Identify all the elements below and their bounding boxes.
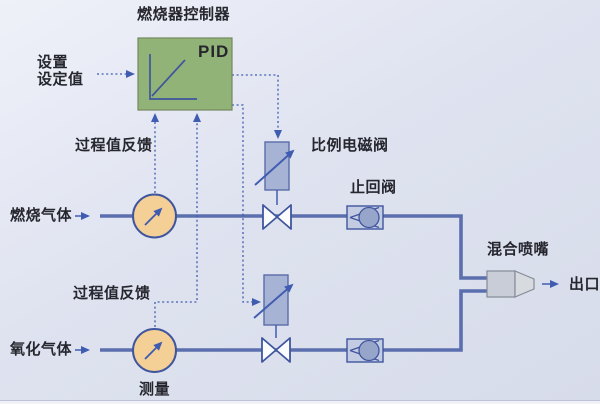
feedback-line-oxid (154, 113, 201, 327)
control-line-oxid-valve (232, 104, 261, 306)
pid-graph-curve-icon (151, 59, 186, 97)
proportional-valve-fuel (254, 141, 295, 205)
control-line-fuel-valve (232, 74, 282, 139)
pid-label: PID (198, 42, 230, 61)
setpoint-label: 设置 设定值 (37, 54, 84, 88)
prop-valve-oxid-arrow-icon (253, 283, 294, 319)
pid-box (137, 37, 233, 111)
check-valve-label: 止回阀 (350, 179, 397, 196)
feedback-label-bottom: 过程值反馈 (73, 285, 151, 302)
outlet-label: 出口 (569, 276, 600, 293)
gauge-oxid-needle-icon (144, 341, 163, 360)
gauge-fuel-needle-icon (144, 207, 163, 226)
proportional-valve-oxid (253, 274, 294, 338)
manual-valve-fuel-icon (262, 204, 292, 230)
fuel-gas-label: 燃烧气体 (10, 207, 73, 224)
pid-graph-axes-icon (149, 54, 197, 100)
prop-valve-fuel-arrow-icon (254, 149, 295, 186)
gauge-oxid (132, 328, 177, 373)
setpoint-label-line2: 设定值 (37, 71, 84, 88)
pid-controller (137, 37, 233, 111)
mixing-nozzle-label: 混合喷嘴 (487, 241, 550, 258)
check-valve-fuel (346, 205, 384, 230)
setpoint-label-line1: 设置 (37, 54, 69, 71)
oxidizing-gas-label: 氧化气体 (10, 341, 73, 358)
measurement-label: 测量 (139, 381, 171, 398)
diagram-title: 燃烧器控制器 (137, 6, 231, 23)
check-valve-oxid (346, 338, 384, 363)
feedback-label-top: 过程值反馈 (75, 137, 153, 154)
proportional-valve-label: 比例电磁阀 (311, 137, 389, 154)
manual-valve-oxid-icon (261, 337, 291, 363)
gauge-fuel (132, 193, 177, 239)
scan-edge-artifact (0, 400, 600, 404)
mixing-nozzle (486, 270, 535, 298)
